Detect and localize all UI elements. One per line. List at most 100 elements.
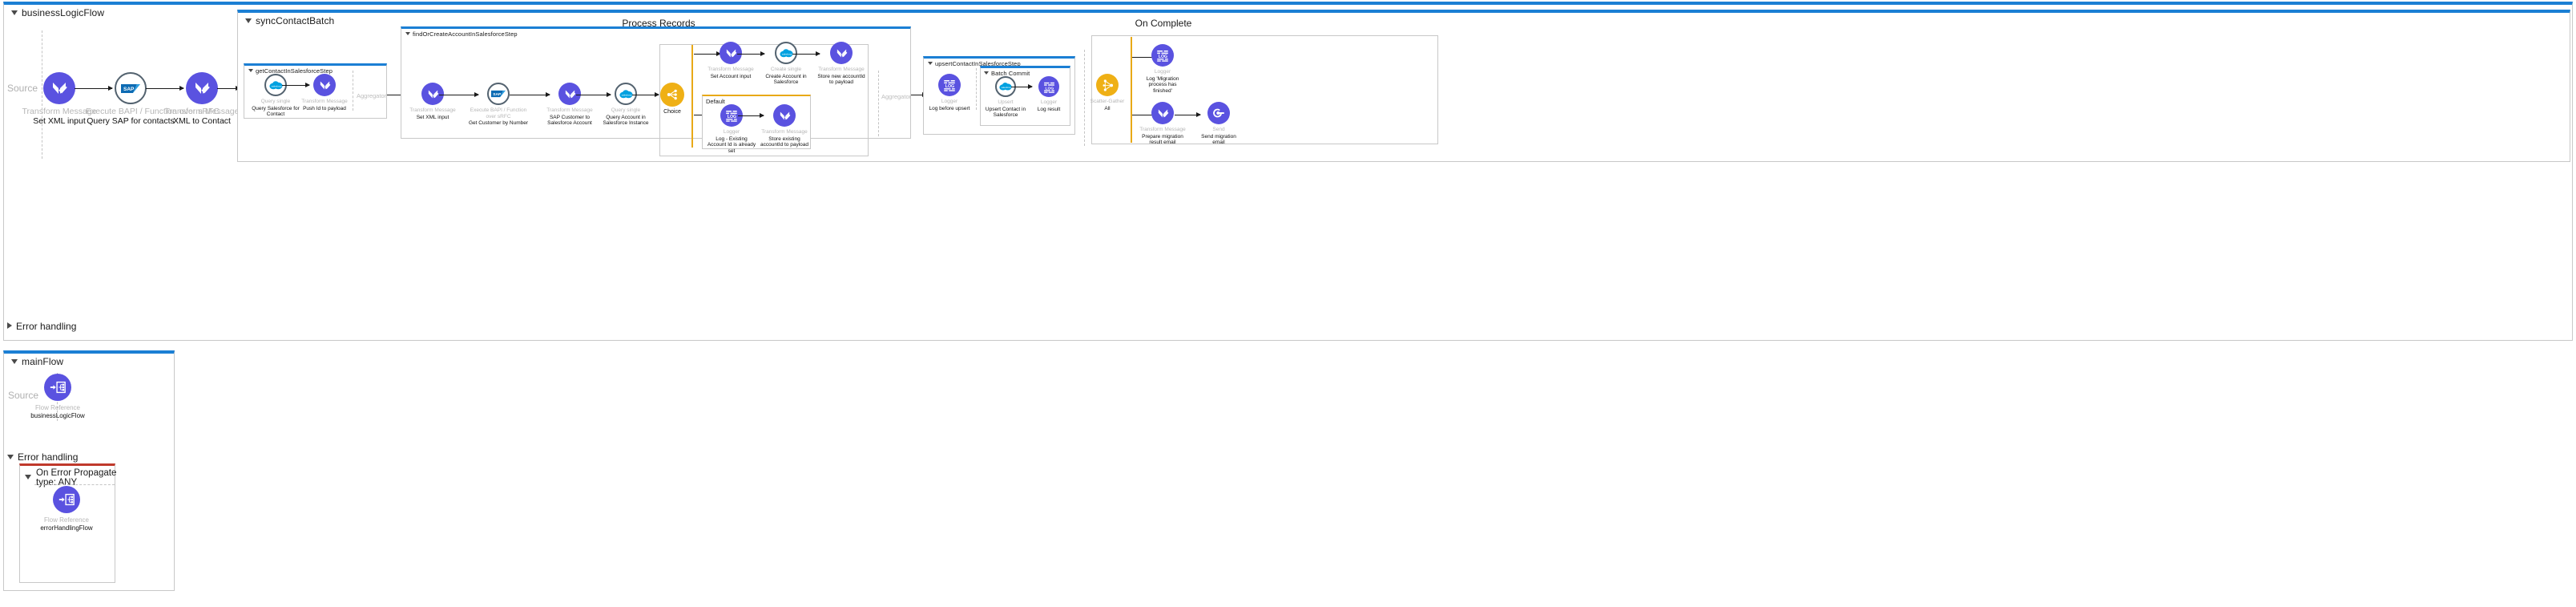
collapse-triangle-icon[interactable] bbox=[928, 62, 933, 65]
svg-text:salesforce: salesforce bbox=[271, 84, 281, 87]
flow-title-syncContactBatch[interactable]: syncContactBatch bbox=[245, 15, 334, 26]
node-set-xml-input[interactable]: Transform Message Set XML input bbox=[14, 72, 104, 126]
node-log-result[interactable]: LOG Logger Log result bbox=[1029, 76, 1069, 112]
node-scatter-gather[interactable]: Scatter-Gather All bbox=[1090, 74, 1125, 111]
node-kind: Logger bbox=[1154, 69, 1171, 75]
node-kind: Upsert bbox=[998, 99, 1014, 105]
collapse-triangle-icon[interactable] bbox=[11, 10, 18, 15]
transform-message-icon bbox=[773, 104, 796, 127]
node-set-xml-input-2[interactable]: Transform Message Set XML input bbox=[406, 83, 459, 120]
node-send-migration-email[interactable]: Send Send migration email bbox=[1195, 102, 1242, 146]
connector bbox=[75, 85, 113, 91]
transform-message-icon bbox=[1151, 102, 1174, 124]
svg-text:LOG: LOG bbox=[728, 115, 736, 119]
node-name: SAP Customer to Salesforce Account bbox=[547, 114, 592, 127]
node-get-customer-by-number[interactable]: SAP Execute BAPI / Function over sRFC Ge… bbox=[468, 83, 529, 127]
node-kind: Transform Message bbox=[818, 67, 865, 72]
flow-title-mainFlow[interactable]: mainFlow bbox=[11, 356, 63, 367]
node-name: Query Account in Salesforce Instance bbox=[603, 114, 649, 127]
batch-commit-container[interactable]: Batch Commit bbox=[980, 66, 1070, 126]
on-complete-container bbox=[1091, 35, 1438, 144]
node-store-new-accountid-to-payload[interactable]: Transform Message Store new accountId to… bbox=[815, 42, 868, 86]
node-set-account-input[interactable]: Transform Message Set Account input bbox=[704, 42, 757, 79]
step-title-getContactInSalesforceStep[interactable]: getContactInSalesforceStep bbox=[248, 67, 333, 75]
node-log-before-upsert[interactable]: LOG Logger Log before upsert bbox=[928, 74, 971, 111]
node-query-salesforce-for-contact[interactable]: salesforce Query single Query Salesforce… bbox=[249, 74, 302, 118]
transform-message-icon bbox=[830, 42, 853, 64]
salesforce-icon: salesforce bbox=[995, 76, 1016, 97]
step-title-label: findOrCreateAccountInSalesforceStep bbox=[413, 30, 518, 38]
step-title-upsertContact[interactable]: upsertContactInSalesforceStep bbox=[928, 60, 1021, 67]
flow-title-businessLogicFlow[interactable]: businessLogicFlow bbox=[11, 7, 104, 18]
collapse-triangle-icon[interactable] bbox=[11, 359, 18, 364]
node-xml-to-contact[interactable]: Transform Message XML to Contact bbox=[157, 72, 247, 126]
aggregator-label-2: Aggregator bbox=[881, 93, 912, 100]
node-name: Get Customer by Number bbox=[468, 120, 529, 126]
on-complete-lane-divider bbox=[1084, 50, 1085, 146]
node-kind: Transform Message bbox=[546, 107, 593, 113]
flow-title-label: businessLogicFlow bbox=[22, 7, 105, 18]
flow-title-label: syncContactBatch bbox=[256, 15, 335, 26]
collapse-triangle-icon[interactable] bbox=[7, 455, 14, 459]
node-query-sap-for-contacts[interactable]: SAP Execute BAPI / Function over sRFC Qu… bbox=[86, 72, 220, 126]
node-push-id-to-payload[interactable]: Transform Message Push Id to payload bbox=[298, 74, 351, 111]
node-flow-reference-errorHandlingFlow[interactable]: Flow Reference errorHandlingFlow bbox=[22, 486, 111, 532]
transform-message-icon bbox=[43, 72, 75, 104]
node-name: Log 'Migration process has finished' bbox=[1146, 75, 1179, 94]
node-kind: Logger bbox=[941, 99, 958, 104]
logger-icon: LOG bbox=[1151, 44, 1174, 67]
logger-icon: LOG bbox=[1038, 76, 1059, 97]
aggregator-label: Aggregator bbox=[357, 92, 387, 99]
error-handling-label: Error handling bbox=[16, 321, 77, 332]
step-title-findOrCreateAccount[interactable]: findOrCreateAccountInSalesforceStep bbox=[405, 30, 518, 38]
error-handling-collapsed-businessLogicFlow[interactable]: Error handling bbox=[7, 321, 76, 332]
collapse-triangle-icon[interactable] bbox=[248, 69, 253, 72]
on-complete-caption: On Complete bbox=[1135, 18, 1192, 29]
handler-divider bbox=[34, 484, 115, 485]
on-error-propagate-container[interactable]: On Error Propagate type: ANY bbox=[19, 463, 116, 583]
step-title-label: getContactInSalesforceStep bbox=[256, 67, 333, 75]
collapse-triangle-icon[interactable] bbox=[984, 71, 989, 75]
sap-icon: SAP bbox=[115, 72, 147, 104]
collapse-triangle-icon[interactable] bbox=[245, 18, 252, 23]
node-name: Upsert Contact in Salesforce bbox=[985, 106, 1026, 119]
flow-reference-icon bbox=[53, 486, 80, 513]
connector bbox=[737, 51, 765, 56]
node-upsert-contact-in-salesforce[interactable]: salesforce Upsert Upsert Contact in Sale… bbox=[984, 76, 1027, 119]
node-log-existing-account-id[interactable]: LOG Logger Log - Existing Account Id is … bbox=[707, 104, 756, 154]
salesforce-icon: salesforce bbox=[775, 42, 797, 64]
node-query-account-in-salesforce-instance[interactable]: salesforce Query single Query Account in… bbox=[599, 83, 652, 127]
collapse-triangle-icon[interactable] bbox=[25, 475, 31, 480]
node-name: Log - Existing Account Id is already set bbox=[707, 136, 756, 154]
choice-scope-container bbox=[659, 44, 869, 156]
svg-text:LOG: LOG bbox=[1045, 86, 1054, 91]
batch-commit-lane-divider bbox=[976, 68, 977, 110]
error-handling-expanded-mainFlow[interactable]: Error handling bbox=[7, 451, 78, 463]
node-create-account-in-salesforce[interactable]: salesforce Create single Create Account … bbox=[760, 42, 812, 86]
node-kind: Flow Reference bbox=[43, 516, 90, 524]
node-log-migration-finished[interactable]: LOG Logger Log 'Migration process has fi… bbox=[1139, 44, 1186, 94]
connector bbox=[146, 85, 184, 91]
expand-triangle-icon[interactable] bbox=[7, 322, 12, 329]
node-store-existing-accountid-to-payload[interactable]: Transform Message Store existing account… bbox=[760, 104, 809, 148]
svg-text:salesforce: salesforce bbox=[621, 93, 631, 96]
node-choice[interactable]: Choice bbox=[652, 83, 692, 115]
node-kind: Query single bbox=[611, 107, 641, 113]
node-kind: Transform Message bbox=[707, 67, 754, 72]
batch-commit-title[interactable]: Batch Commit bbox=[984, 70, 1030, 77]
node-sap-customer-to-salesforce-account[interactable]: Transform Message SAP Customer to Salesf… bbox=[543, 83, 596, 127]
node-name: Set XML input bbox=[416, 114, 449, 120]
node-name: Prepare migration result email bbox=[1142, 133, 1183, 146]
step-container-findOrCreateAccountInSalesforceStep[interactable]: findOrCreateAccountInSalesforceStep bbox=[401, 26, 911, 139]
node-kind: Transform Message bbox=[164, 107, 240, 116]
on-error-propagate-line2: type: ANY bbox=[36, 478, 78, 488]
node-kind: Logger bbox=[1040, 99, 1058, 105]
transform-message-icon bbox=[421, 83, 444, 105]
node-prepare-migration-result-email[interactable]: Transform Message Prepare migration resu… bbox=[1139, 102, 1186, 146]
node-name: Set Account input bbox=[710, 73, 752, 79]
node-name: Store existing accountId to payload bbox=[760, 136, 808, 148]
collapse-triangle-icon[interactable] bbox=[405, 32, 410, 35]
node-name: Store new accountId to payload bbox=[817, 73, 865, 86]
node-flow-reference-businessLogicFlow[interactable]: Flow Reference businessLogicFlow bbox=[18, 374, 98, 419]
